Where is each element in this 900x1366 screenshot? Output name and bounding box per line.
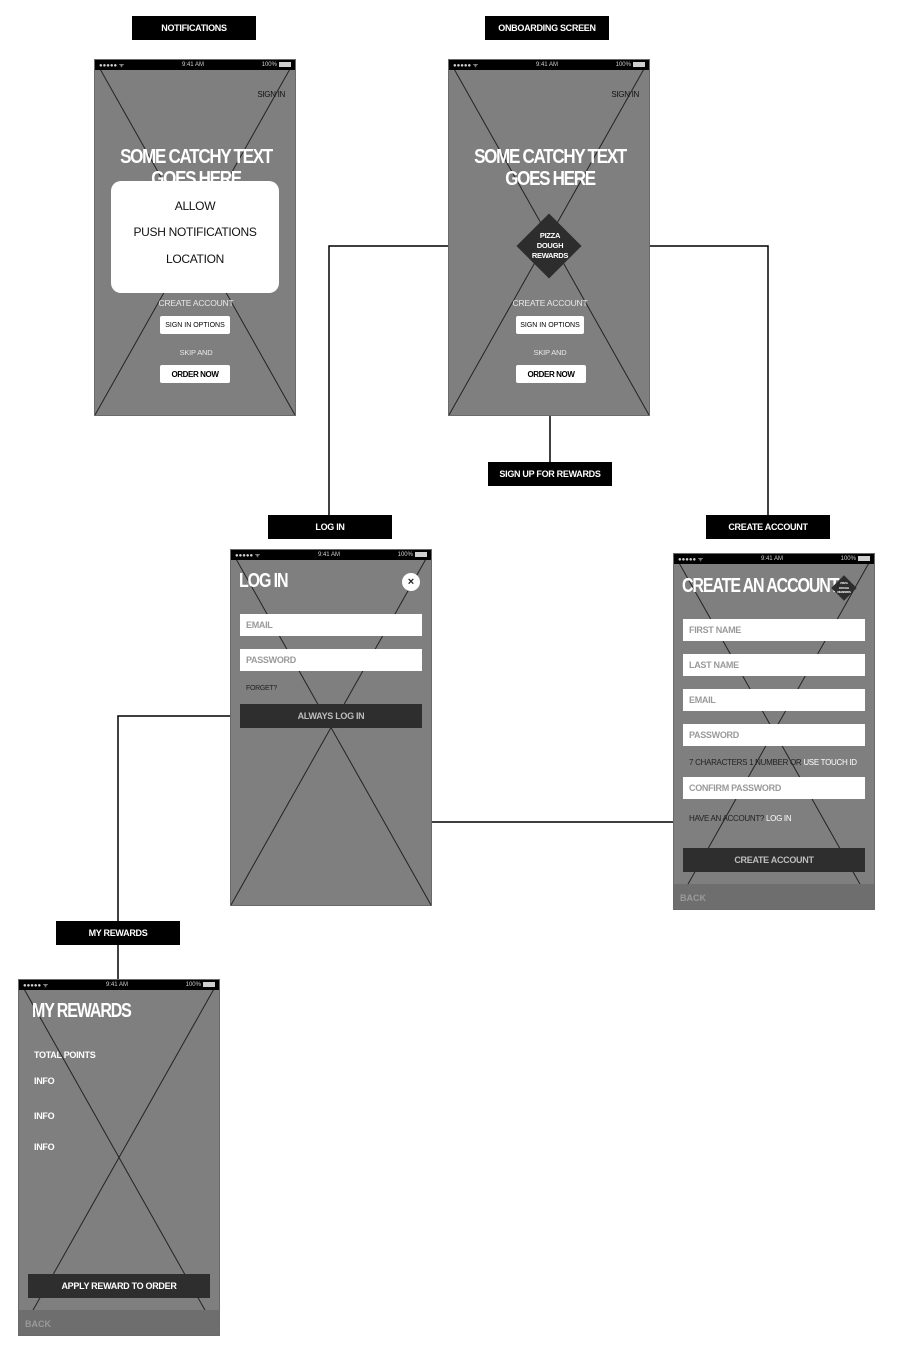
label-notifications: NOTIFICATIONS (132, 16, 256, 40)
create-account-screen: ●●●●● ᯤ 9:41 AM 100% CREATE AN ACCOUNT P… (673, 553, 875, 910)
logo-text: PIZZA DOUGH REWARDS (531, 231, 569, 260)
label-my-rewards: MY REWARDS (56, 921, 180, 945)
catchy-headline: SOME CATCHY TEXT GOES HERE (474, 146, 627, 190)
back-button[interactable]: BACK (19, 1310, 219, 1335)
log-in-link[interactable]: LOG IN (766, 814, 792, 823)
order-now-button[interactable]: ORDER NOW (160, 365, 230, 383)
battery-icon: 100% (841, 555, 870, 562)
label-create-account: CREATE ACCOUNT (706, 515, 830, 539)
sign-in-link[interactable]: SIGN IN (257, 90, 285, 99)
signal-icon: ●●●●● ᯤ (23, 983, 49, 989)
login-screen: ●●●●● ᯤ 9:41 AM 100% LOG IN × EMAIL PASS… (230, 549, 432, 906)
skip-and-text: SKIP AND (533, 348, 567, 357)
signal-icon: ●●●●● ᯤ (235, 553, 261, 559)
always-log-in-button[interactable]: ALWAYS LOG IN (240, 704, 422, 728)
first-name-field[interactable]: FIRST NAME (683, 619, 865, 641)
popup-location[interactable]: LOCATION (165, 252, 225, 266)
status-bar: ●●●●● ᯤ 9:41 AM 100% (674, 554, 874, 564)
info-item: INFO (34, 1142, 55, 1152)
logo-text: PIZZA DOUGH REWARDS (837, 581, 851, 594)
onboarding-screen: ●●●●● ᯤ 9:41 AM 100% SIGN IN SOME CATCHY… (448, 59, 650, 416)
email-field[interactable]: EMAIL (683, 689, 865, 711)
sign-in-link[interactable]: SIGN IN (611, 90, 639, 99)
email-field[interactable]: EMAIL (240, 614, 422, 636)
skip-and-text: SKIP AND (179, 348, 213, 357)
apply-reward-button[interactable]: APPLY REWARD TO ORDER (28, 1274, 210, 1298)
status-time: 9:41 AM (105, 982, 128, 988)
confirm-password-field[interactable]: CONFIRM PASSWORD (683, 777, 865, 799)
popup-push-notifications[interactable]: PUSH NOTIFICATIONS (133, 225, 257, 239)
status-time: 9:41 AM (760, 556, 783, 562)
sign-in-options-button[interactable]: SIGN IN OPTIONS (160, 316, 230, 334)
info-item: INFO (34, 1076, 55, 1086)
use-touch-id-link[interactable]: USE TOUCH ID (803, 758, 857, 767)
battery-icon: 100% (616, 61, 645, 68)
status-time: 9:41 AM (317, 552, 340, 558)
page-title: MY REWARDS (32, 1000, 132, 1022)
notifications-screen: ●●●●● ᯤ 9:41 AM 100% SIGN IN SOME CATCHY… (94, 59, 296, 416)
permissions-popup (111, 181, 279, 293)
status-bar: ●●●●● ᯤ 9:41 AM 100% (449, 60, 649, 70)
order-now-button[interactable]: ORDER NOW (516, 365, 586, 383)
total-points-label: TOTAL POINTS (34, 1050, 96, 1060)
create-account-text[interactable]: CREATE ACCOUNT (512, 298, 588, 308)
sign-in-options-button[interactable]: SIGN IN OPTIONS (516, 316, 584, 334)
my-rewards-screen: ●●●●● ᯤ 9:41 AM 100% MY REWARDS TOTAL PO… (18, 979, 220, 1336)
label-sign-up-for-rewards: SIGN UP FOR REWARDS (488, 462, 612, 486)
info-item: INFO (34, 1111, 55, 1121)
status-bar: ●●●●● ᯤ 9:41 AM 100% (95, 60, 295, 70)
battery-icon: 100% (398, 551, 427, 558)
popup-allow[interactable]: ALLOW (174, 199, 216, 213)
forget-password-link[interactable]: FORGET? (246, 685, 277, 692)
close-icon[interactable]: × (402, 573, 420, 591)
back-button[interactable]: BACK (674, 884, 874, 909)
battery-icon: 100% (262, 61, 291, 68)
last-name-field[interactable]: LAST NAME (683, 654, 865, 676)
password-field[interactable]: PASSWORD (683, 724, 865, 746)
create-account-text[interactable]: CREATE ACCOUNT (158, 298, 234, 308)
password-field[interactable]: PASSWORD (240, 649, 422, 671)
status-bar: ●●●●● ᯤ 9:41 AM 100% (231, 550, 431, 560)
page-title: LOG IN (239, 570, 289, 592)
battery-icon: 100% (186, 981, 215, 988)
signal-icon: ●●●●● ᯤ (678, 557, 704, 563)
create-account-button[interactable]: CREATE ACCOUNT (683, 848, 865, 872)
label-log-in: LOG IN (268, 515, 392, 539)
signal-icon: ●●●●● ᯤ (99, 63, 125, 69)
page-title: CREATE AN ACCOUNT (682, 575, 839, 597)
have-account-text: HAVE AN ACCOUNT? LOG IN (689, 814, 792, 823)
label-onboarding-screen: ONBOARDING SCREEN (485, 16, 609, 40)
status-time: 9:41 AM (535, 62, 558, 68)
signal-icon: ●●●●● ᯤ (453, 63, 479, 69)
status-bar: ●●●●● ᯤ 9:41 AM 100% (19, 980, 219, 990)
status-time: 9:41 AM (181, 62, 204, 68)
password-hint: 7 CHARACTERS 1 NUMBER OR USE TOUCH ID (689, 758, 857, 767)
